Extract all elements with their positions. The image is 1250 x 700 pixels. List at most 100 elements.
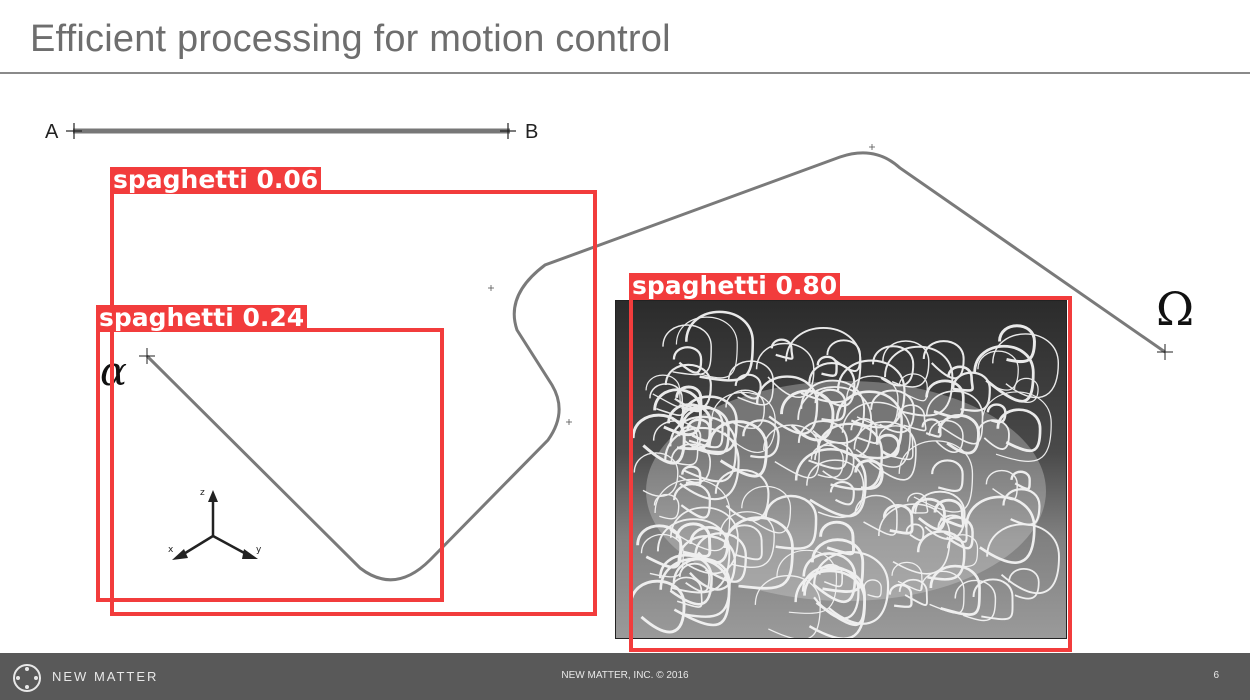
noodle-strand (659, 557, 731, 627)
footer-brand: NEW MATTER (52, 669, 159, 684)
noodle-strand (973, 344, 1035, 403)
noodle-strand (670, 443, 711, 484)
omega-marker (1157, 344, 1173, 360)
noodle-strand (854, 494, 898, 536)
noodle-strand (808, 361, 856, 407)
noodle-strand (653, 493, 680, 520)
slide-title: Efficient processing for motion control (30, 18, 671, 60)
noodle-strand (819, 520, 856, 556)
noodle-strand (836, 359, 906, 429)
noodle-strand (678, 562, 711, 593)
noodle-strand (878, 503, 951, 575)
noodle-strand (986, 403, 1007, 424)
noodle-strand (850, 417, 878, 445)
noodle-strand (898, 578, 928, 606)
axis-y-label: y (256, 545, 262, 555)
noodle-strand (811, 538, 865, 593)
noodle-strand (734, 373, 762, 400)
noodle-strand (675, 316, 738, 379)
noodle-strand (649, 383, 684, 417)
point-b-marker (500, 123, 516, 139)
noodle-strand (714, 469, 770, 522)
axis-z-label: z (200, 488, 205, 498)
noodle-strand (726, 524, 763, 561)
noodle-strand (920, 570, 965, 614)
noodle-strand (636, 524, 683, 569)
noodle-strand (631, 413, 686, 465)
noodle-strand (972, 578, 1014, 621)
noodle-strand (947, 534, 979, 568)
noodle-strand (882, 340, 930, 388)
detection-box (96, 328, 444, 602)
noodle-strand (1008, 568, 1040, 600)
noodle-strand (673, 483, 711, 519)
noodle-strand (863, 579, 882, 598)
omega-symbol: Ω (1156, 282, 1195, 336)
footer-copyright: NEW MATTER, INC. © 2016 (561, 670, 689, 681)
point-a-marker (66, 123, 82, 139)
noodle-strand (797, 386, 873, 457)
noodle-strand (928, 420, 964, 453)
detection-label: spaghetti 0.24 (96, 305, 308, 331)
noodle-strand (686, 418, 712, 443)
noodle-strand (680, 395, 738, 454)
detection-box (629, 296, 1072, 652)
xyz-axes-icon (172, 490, 258, 560)
control-point-marker (488, 144, 875, 425)
noodle-strand (763, 424, 820, 479)
noodle-strand (933, 498, 965, 528)
noodle-strand (1010, 470, 1031, 491)
noodle-strand (678, 425, 702, 448)
noodle-strand (780, 389, 835, 442)
toolpath-curve (145, 151, 1166, 582)
alpha-marker (139, 348, 155, 364)
noodle-strand (707, 420, 768, 478)
noodle-strand (872, 345, 915, 387)
title-divider (0, 72, 1250, 74)
noodle-strand (947, 365, 974, 392)
noodle-strand (640, 533, 684, 578)
noodle-strand (882, 504, 914, 535)
axis-x-label: x (168, 545, 174, 555)
noodle-strand (679, 405, 724, 449)
spaghetti-photo (615, 300, 1067, 639)
noodle-strand (741, 485, 792, 534)
noodle-strand (898, 373, 928, 402)
noodle-strand (794, 448, 867, 518)
noodle-strand (816, 422, 884, 491)
noodle-strand (977, 350, 1019, 391)
noodle-strand (654, 478, 731, 552)
noodle-strand (742, 419, 780, 459)
noodle-strand (888, 583, 913, 609)
noodle-strand (776, 549, 838, 614)
noodle-strand (829, 481, 855, 506)
noodle-strand (652, 420, 699, 466)
noodle-strand (891, 561, 923, 592)
noodle-strand (931, 459, 964, 492)
noodle-strand (677, 535, 737, 591)
noodle-strand (662, 324, 712, 376)
noodle-strand (723, 516, 794, 590)
noodle-strand (806, 459, 865, 519)
noodle-strand (977, 419, 1010, 450)
noodle-strand (925, 379, 965, 419)
noodle-strand (680, 406, 730, 456)
point-b-label: B (525, 121, 539, 143)
noodle-strand (898, 440, 974, 513)
noodle-strand (981, 391, 1052, 462)
detection-label: spaghetti 0.06 (110, 167, 322, 193)
detection-label: spaghetti 0.80 (629, 273, 841, 299)
noodle-strand (992, 333, 1060, 399)
footer-bar: NEW MATTER NEW MATTER, INC. © 2016 6 (0, 653, 1250, 700)
noodle-strand (629, 579, 686, 634)
noodle-strand (658, 554, 713, 606)
noodle-strand (870, 389, 915, 434)
noodle-strand (813, 551, 890, 625)
noodle-strand (764, 494, 818, 550)
point-a-label: A (45, 121, 59, 143)
noodle-strand (816, 355, 838, 377)
noodle-strand (1014, 377, 1039, 403)
noodle-strand (998, 324, 1036, 364)
noodle-strand (986, 523, 1060, 595)
